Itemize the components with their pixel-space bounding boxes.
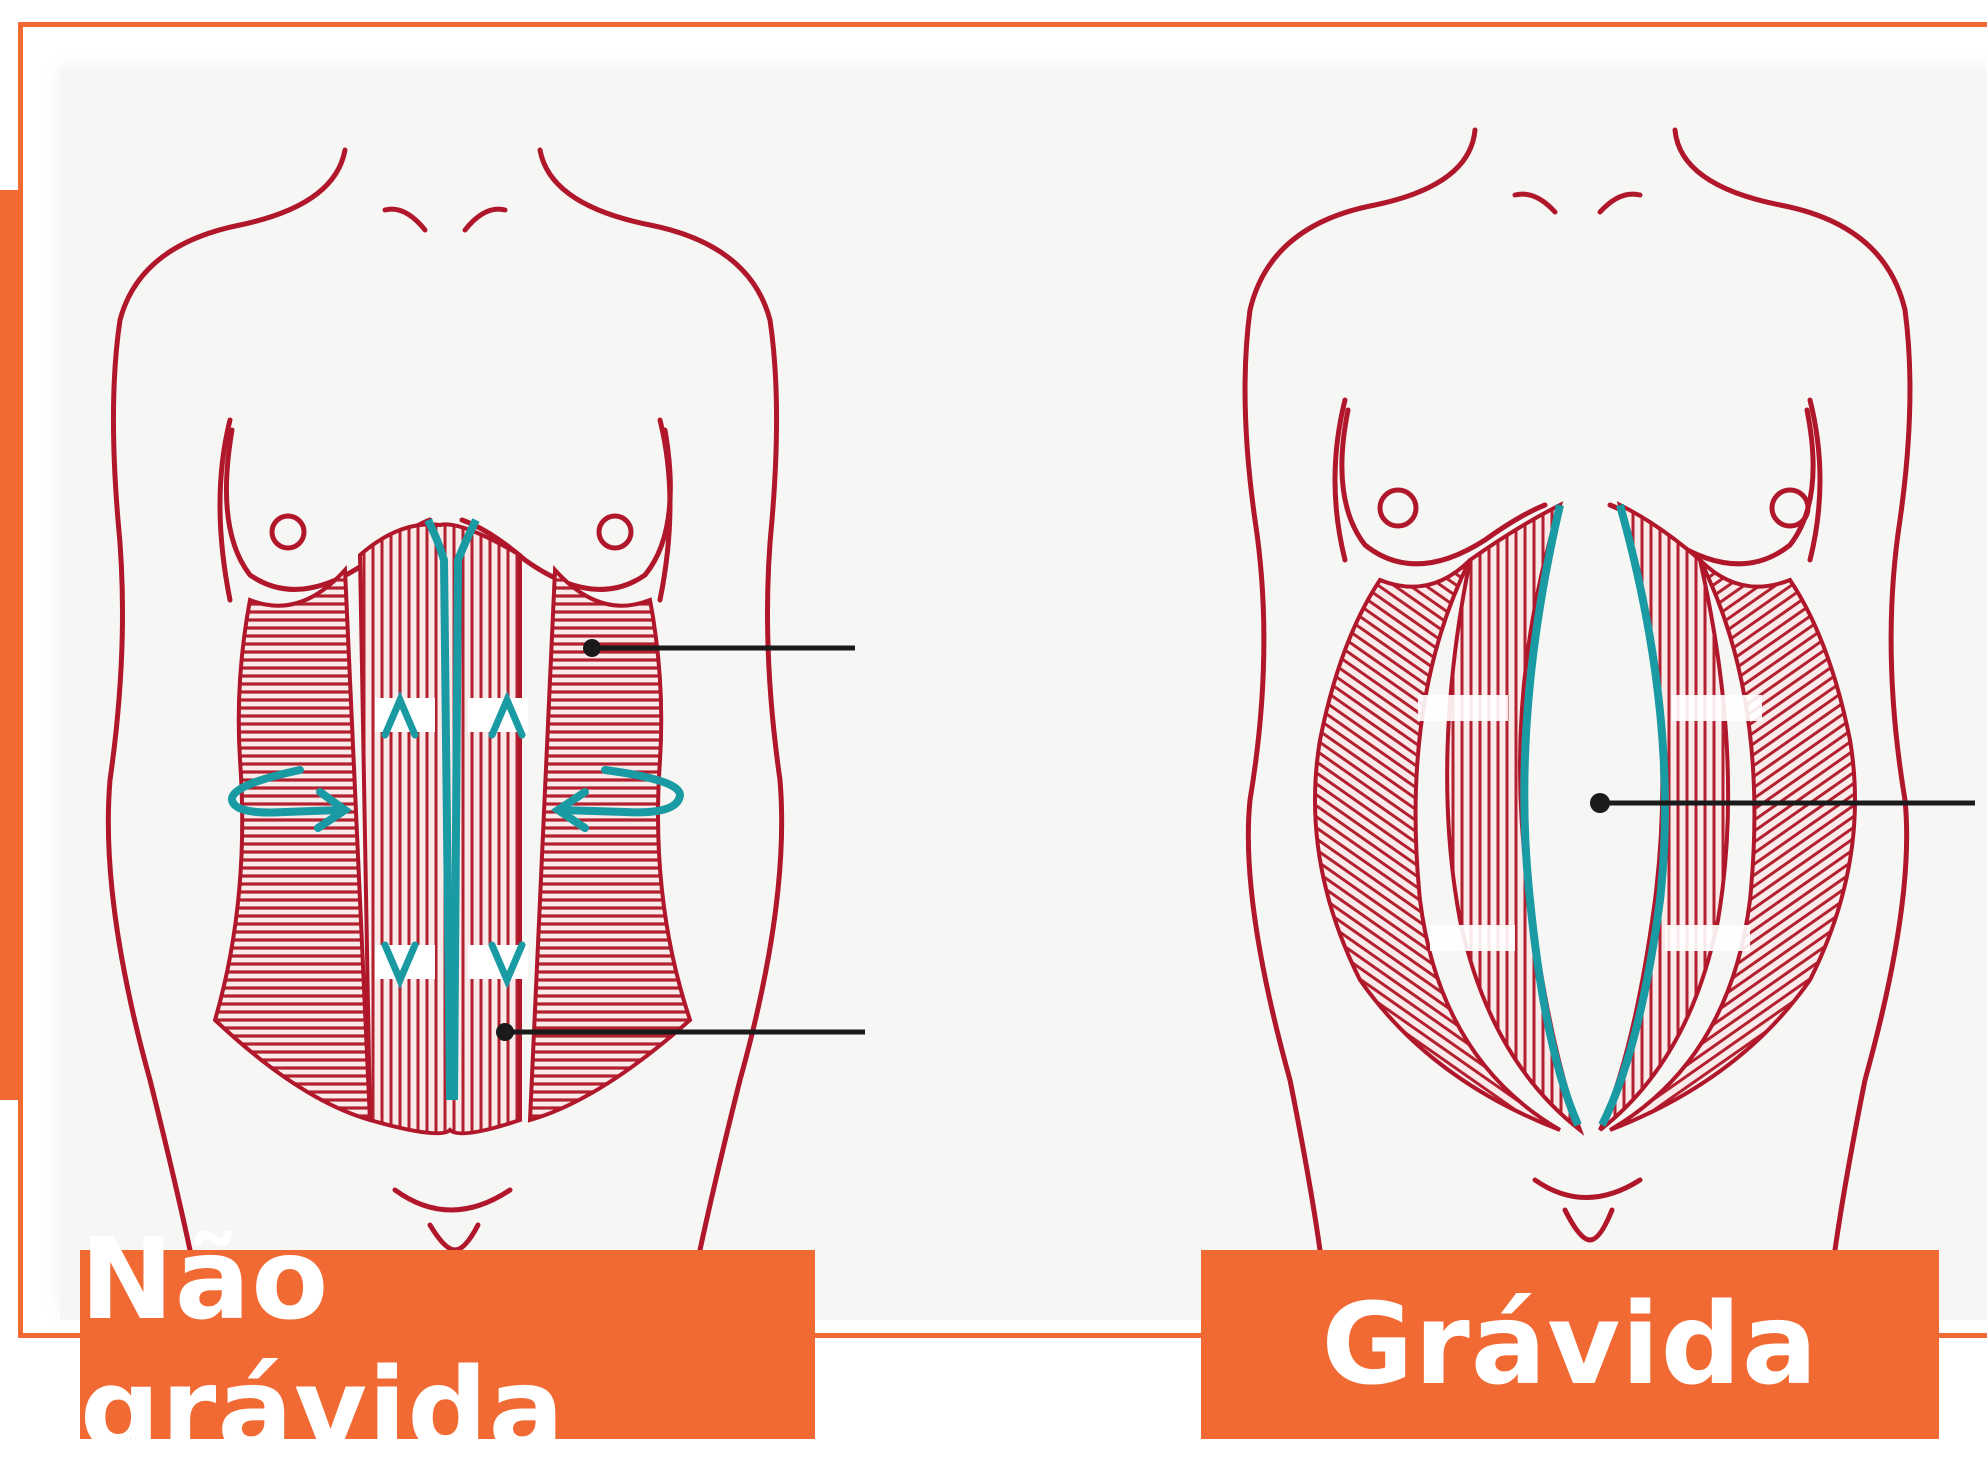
left-oblique-muscle-right — [530, 570, 690, 1120]
left-oblique-muscle-left — [215, 570, 370, 1120]
left-rectus-muscle — [360, 524, 520, 1133]
label-not-pregnant: Não grávida — [80, 1250, 815, 1439]
right-rectus-muscle-left — [1447, 505, 1580, 1130]
label-pregnant: Grávida — [1201, 1250, 1939, 1439]
